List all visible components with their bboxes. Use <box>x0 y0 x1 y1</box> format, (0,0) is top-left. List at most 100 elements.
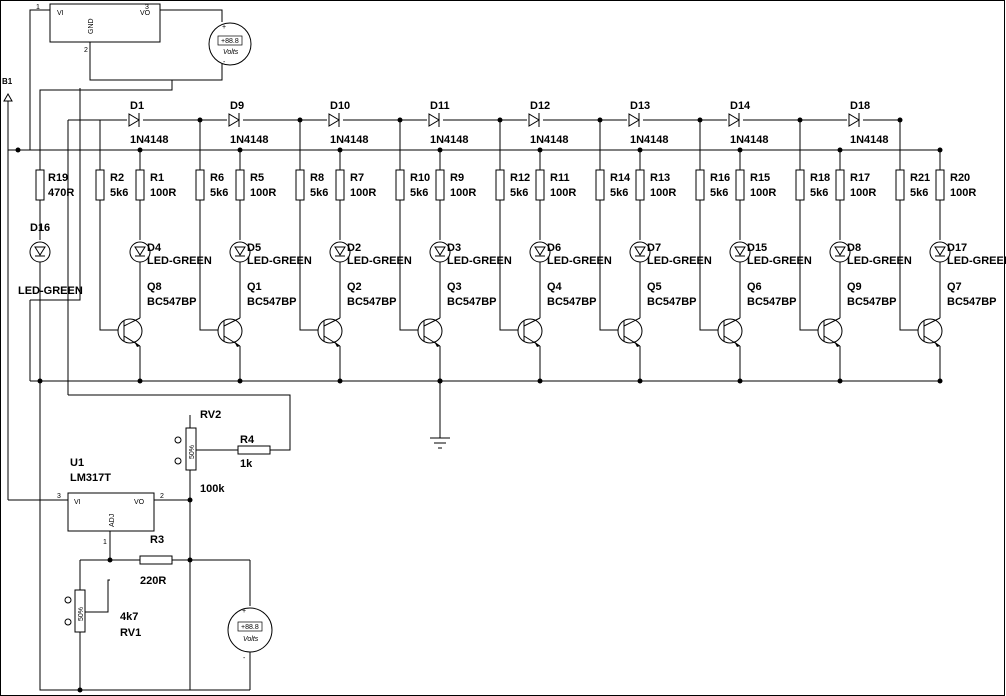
rc-name: R17 <box>850 172 870 184</box>
rb-value: 5k6 <box>910 187 928 199</box>
diode-part: 1N4148 <box>630 134 669 146</box>
rc-value: 100R <box>950 187 976 199</box>
led-name: D3 <box>447 242 461 254</box>
u1-part: LM317T <box>70 472 111 484</box>
collector-resistor <box>235 169 245 201</box>
transistor-part: BC547BP <box>247 296 297 308</box>
rv1-potentiometer: 50% 4k7 RV1 <box>64 559 141 690</box>
diode-part: 1N4148 <box>530 134 569 146</box>
rc-name: R1 <box>150 172 164 184</box>
rb-value: 5k6 <box>110 187 128 199</box>
rc-value: 100R <box>450 187 476 199</box>
transistor-part: BC547BP <box>747 296 797 308</box>
diode-part: 1N4148 <box>850 134 889 146</box>
top-reg-pin1: 1 <box>36 4 40 11</box>
r4-value: 1k <box>240 458 253 470</box>
rb-name: R12 <box>510 172 530 184</box>
transistor-name: Q2 <box>347 281 362 293</box>
transistor-name: Q4 <box>547 281 563 293</box>
base-resistor <box>595 169 605 201</box>
rv2-percent: 50% <box>189 445 196 459</box>
led-name: D17 <box>947 242 967 254</box>
r3-name: R3 <box>150 534 164 546</box>
top-voltmeter-display: +88.8 <box>221 38 239 45</box>
transistor-name: Q1 <box>247 281 262 293</box>
rb-value: 5k6 <box>410 187 428 199</box>
led-name: D4 <box>147 242 162 254</box>
diode-chain: D11N4148D91N4148D101N4148D111N4148D121N4… <box>127 100 889 146</box>
rb-name: R6 <box>210 172 224 184</box>
transistor-name: Q5 <box>647 281 662 293</box>
transistor-name: Q6 <box>747 281 762 293</box>
diode-name: D9 <box>230 100 244 112</box>
diode-name: D12 <box>530 100 550 112</box>
led-part: LED-GREEN <box>847 255 912 267</box>
u1-regulator: U1 LM317T VI VO ADJ 3 2 1 <box>57 457 190 560</box>
diode-part: 1N4148 <box>730 134 769 146</box>
rb-value: 5k6 <box>310 187 328 199</box>
transistor-name: Q3 <box>447 281 462 293</box>
collector-resistor <box>135 169 145 201</box>
rc-name: R20 <box>950 172 970 184</box>
collector-resistor <box>535 169 545 201</box>
rv2-name: RV2 <box>200 409 221 421</box>
rv2-value: 100k <box>200 483 225 495</box>
top-reg-pin2: 2 <box>84 47 88 54</box>
top-reg-vi: VI <box>57 10 64 17</box>
collector-resistor <box>635 169 645 201</box>
base-resistor <box>195 169 205 201</box>
base-resistor <box>695 169 705 201</box>
battery-b1: B1 <box>2 77 68 501</box>
rb-value: 5k6 <box>710 187 728 199</box>
transistor-part: BC547BP <box>947 296 997 308</box>
diode-name: D13 <box>630 100 650 112</box>
rb-name: R10 <box>410 172 430 184</box>
r4-name: R4 <box>240 434 255 446</box>
rc-name: R15 <box>750 172 770 184</box>
top-voltmeter-minus: - <box>223 59 226 66</box>
led-name: D15 <box>747 242 767 254</box>
diode-name: D18 <box>850 100 870 112</box>
led-part: LED-GREEN <box>347 255 412 267</box>
led-name: D5 <box>247 242 261 254</box>
rb-name: R8 <box>310 172 324 184</box>
rc-name: R13 <box>650 172 670 184</box>
led-name: D8 <box>847 242 861 254</box>
bottom-voltmeter-display: +88.8 <box>241 624 259 631</box>
u1-pin1: 1 <box>103 539 107 546</box>
rc-value: 100R <box>150 187 176 199</box>
u1-vo: VO <box>134 499 145 506</box>
rb-value: 5k6 <box>510 187 528 199</box>
rb-name: R18 <box>810 172 830 184</box>
rc-value: 100R <box>350 187 376 199</box>
rb-name: R2 <box>110 172 124 184</box>
transistor-part: BC547BP <box>147 296 197 308</box>
led-part: LED-GREEN <box>747 255 812 267</box>
led-part: LED-GREEN <box>947 255 1006 267</box>
base-resistor <box>395 169 405 201</box>
transistor-part: BC547BP <box>647 296 697 308</box>
base-resistor <box>295 169 305 201</box>
diode-part: 1N4148 <box>130 134 169 146</box>
rb-name: R21 <box>910 172 930 184</box>
diode-part: 1N4148 <box>430 134 469 146</box>
rc-value: 100R <box>250 187 276 199</box>
r4-resistor: R4 1k <box>215 434 271 470</box>
led-part: LED-GREEN <box>147 255 212 267</box>
rc-name: R7 <box>350 172 364 184</box>
top-reg-vo: VO <box>140 10 151 17</box>
u1-vi: VI <box>74 499 81 506</box>
d16-led: D16 LED-GREEN <box>18 222 83 381</box>
rc-name: R11 <box>550 172 570 184</box>
base-resistor <box>895 169 905 201</box>
r19-name: R19 <box>48 172 68 184</box>
